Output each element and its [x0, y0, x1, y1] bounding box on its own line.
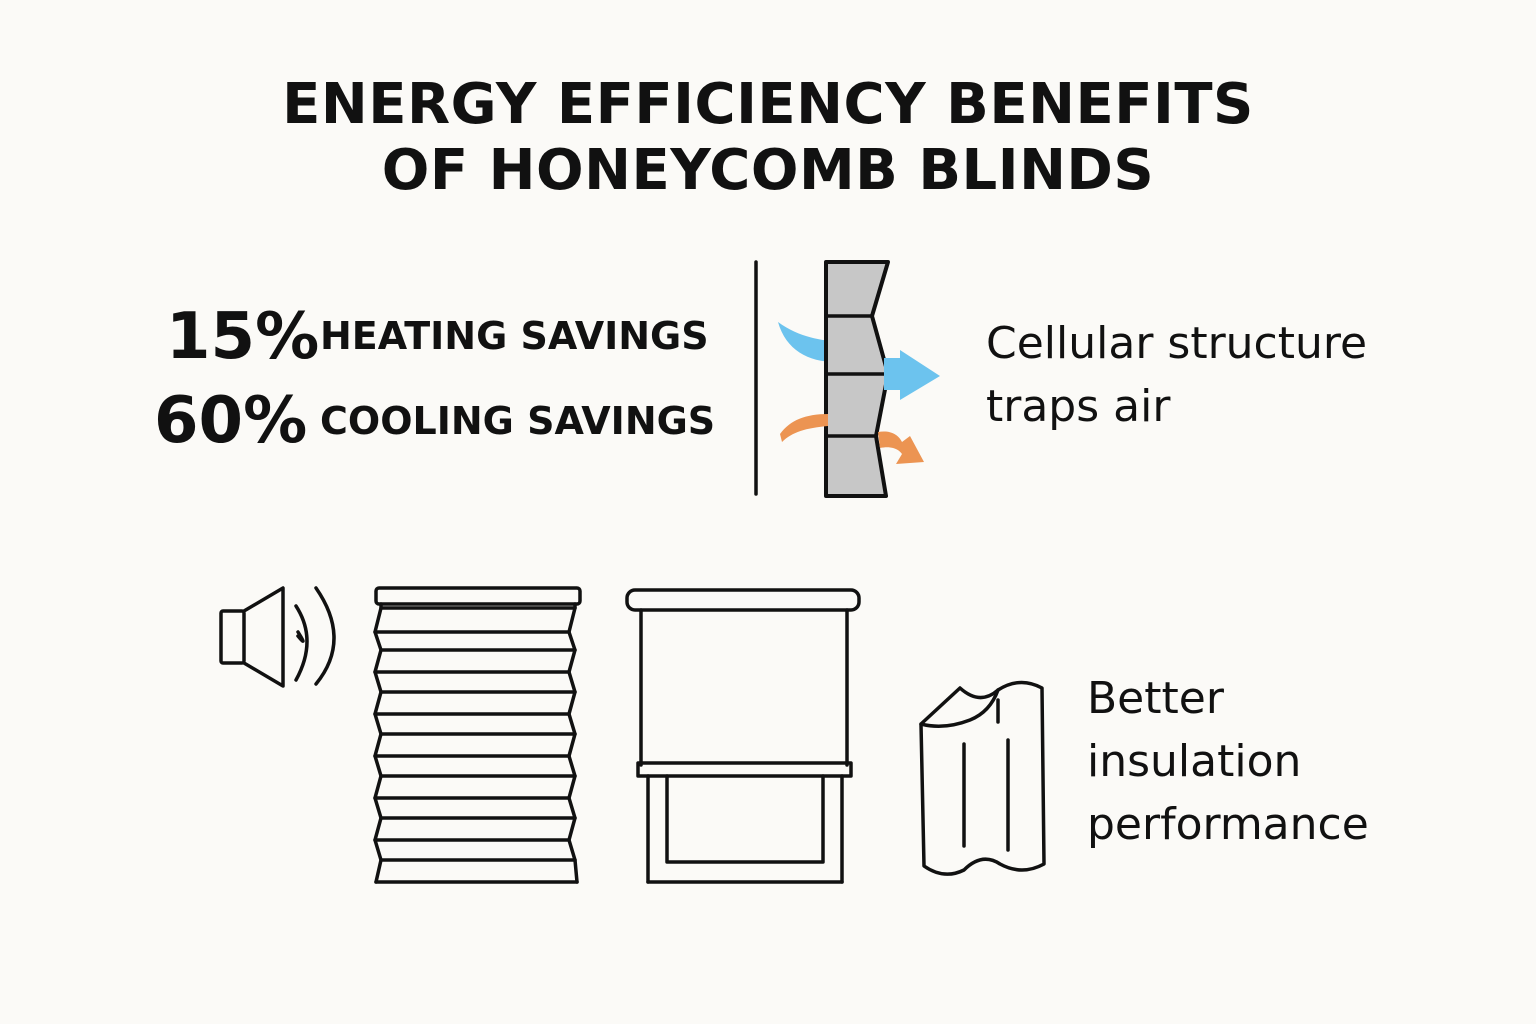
- pleated-blind-icon: [373, 586, 582, 884]
- cold-air-arrow-icon: [778, 322, 838, 362]
- title-line-2: OF HONEYCOMB BLINDS: [381, 138, 1155, 203]
- warm-air-arrow-icon: [878, 431, 924, 464]
- cooling-label: COOLING SAVINGS: [320, 399, 716, 443]
- cellular-caption-line-1: Cellular structure: [986, 318, 1368, 369]
- insulation-caption-line-2: insulation: [1087, 736, 1302, 787]
- heating-percentage: 15%: [166, 300, 320, 374]
- warm-air-arrow-icon: [780, 414, 828, 442]
- speaker-sound-icon: [219, 586, 336, 688]
- roller-blind-window-icon: [625, 588, 861, 884]
- insulation-caption-line-3: performance: [1087, 799, 1369, 850]
- page-title: ENERGY EFFICIENCY BENEFITS OF HONEYCOMB …: [0, 72, 1536, 204]
- cellular-caption: Cellular structure traps air: [986, 312, 1367, 438]
- cross-section-diagram: [754, 260, 940, 498]
- heating-label: HEATING SAVINGS: [320, 314, 709, 358]
- title-line-1: ENERGY EFFICIENCY BENEFITS: [282, 72, 1254, 137]
- cooling-percentage: 60%: [154, 384, 308, 458]
- fabric-swatch-icon: [919, 680, 1046, 876]
- honeycomb-cell-icon: [824, 260, 890, 498]
- insulation-caption: Better insulation performance: [1087, 667, 1369, 856]
- cold-air-arrow-icon: [884, 350, 940, 400]
- cellular-caption-line-2: traps air: [986, 381, 1171, 432]
- insulation-caption-line-1: Better: [1087, 673, 1224, 724]
